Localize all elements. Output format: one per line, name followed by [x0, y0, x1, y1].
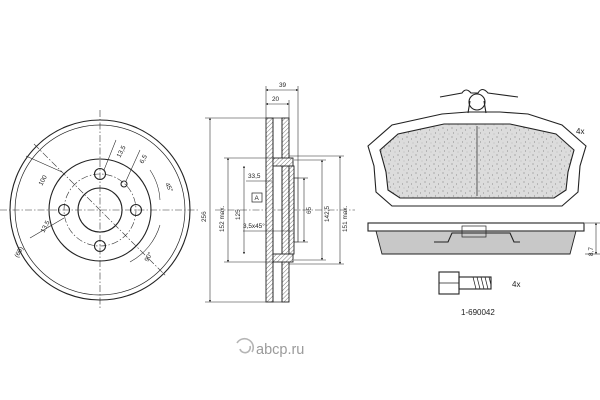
watermark-text: abcp.ru: [256, 342, 304, 358]
angle-arc-45: [149, 169, 161, 201]
label-angle-45: 45°: [163, 181, 175, 194]
pad-spring-leg-left: [467, 100, 471, 114]
label-width-20: 20: [272, 96, 280, 103]
brake-pad-front-view: 4x: [367, 88, 587, 207]
pad-side-backing: [367, 222, 585, 232]
label-datum-a: A: [255, 195, 260, 202]
label-dia-125: 125: [235, 209, 242, 220]
watermark-logo-inner: [239, 345, 252, 354]
label-qty-pads: 4x: [576, 127, 584, 136]
bolt-view: 4x 1-690042: [438, 271, 520, 317]
label-dia-142-5: 142,5: [324, 206, 331, 222]
hat-flange-bottom: [272, 253, 294, 263]
label-width-39: 39: [279, 82, 287, 89]
dim-leader-100: [25, 155, 63, 173]
rotor-ring-outer-plate: [265, 117, 274, 303]
bolt-thread: [472, 276, 492, 290]
dim-leader-6-5: [125, 149, 141, 182]
watermark-logo: abcp.ru: [236, 337, 304, 358]
label-dia-60: (60): [14, 246, 26, 259]
hub-pilot: [293, 177, 299, 243]
pad-spring-clip: [468, 93, 486, 111]
centerline-diagonal: [33, 143, 167, 277]
label-dia-256: 256: [201, 211, 208, 222]
label-dim-33-5: 33,5: [248, 173, 261, 180]
bolt-shank: [458, 276, 492, 290]
angle-arc-90: [129, 224, 161, 263]
watermark-logo-icon: [236, 337, 255, 353]
pad-spring-leg-right: [483, 100, 487, 114]
label-thickness: 8,7: [588, 247, 595, 256]
label-dia-13-5-top: 13,5: [116, 144, 128, 159]
pad-side-clip-tab: [461, 225, 487, 238]
label-dia-65: 65: [306, 206, 313, 214]
label-dia-152-max: 152 max.: [219, 205, 226, 232]
brake-pad-side-view: 8,7: [367, 222, 600, 256]
dim-leader-13-5-top: [103, 139, 117, 171]
label-chamfer: 3,5x45°: [243, 222, 265, 230]
label-dia-151-max: 151 max.: [342, 205, 349, 232]
locating-hole: [120, 180, 128, 188]
pad-anti-rattle-spring: [439, 88, 519, 98]
pad-side-friction: [375, 230, 577, 255]
pad-backing-plate: [367, 111, 587, 207]
rotor-ring-inner-plate: [281, 117, 290, 303]
label-dia-100: 100: [38, 174, 49, 187]
disc-section-view: 39 20 256 152 max. 125 33,5 A 3,5x45° 65…: [201, 82, 355, 303]
hub-face: [288, 165, 295, 255]
disc-front-view: 100 (60) 13,5 13,5 6,5 45° 90°: [0, 110, 200, 310]
rotor-vent-channel: [272, 117, 283, 303]
pad-side-clip: [434, 232, 520, 243]
label-angle-90: 90°: [143, 250, 155, 263]
label-bolt-part-number: 1-690042: [461, 308, 495, 317]
label-dia-6-5: 6,5: [139, 153, 150, 165]
datum-box: [251, 192, 263, 203]
dim-leader-60: [29, 217, 65, 239]
hat-flange-top: [272, 157, 294, 167]
label-bolt-qty: 4x: [512, 280, 520, 289]
